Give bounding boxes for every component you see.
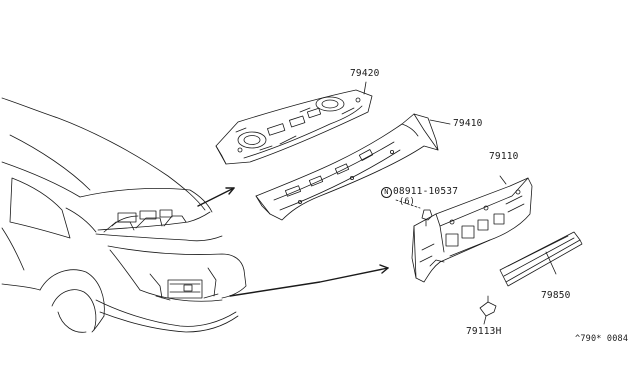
rear-panel-part <box>411 175 533 283</box>
rear-parcel-shelf-part <box>255 113 451 221</box>
figure-code: ^790* 0084 <box>575 334 629 344</box>
callout-79410: 79410 <box>453 118 483 129</box>
rear-panel-finisher-part <box>499 231 583 287</box>
bolt-part-number: 08911-10537 <box>393 186 459 197</box>
callout-79420: 79420 <box>350 68 380 79</box>
callout-79113h: 79113H <box>466 326 502 337</box>
leader-arrows <box>197 187 389 297</box>
clip-part <box>479 295 497 325</box>
bolt-part <box>395 199 433 227</box>
callout-79110: 79110 <box>489 151 519 162</box>
nut-symbol-icon: N <box>381 187 392 198</box>
callout-79850: 79850 <box>541 290 571 301</box>
rear-parcel-shelf-upper-part <box>215 81 373 165</box>
car-body-illustration <box>1 97 247 333</box>
bolt-quantity: (6) <box>399 197 415 207</box>
